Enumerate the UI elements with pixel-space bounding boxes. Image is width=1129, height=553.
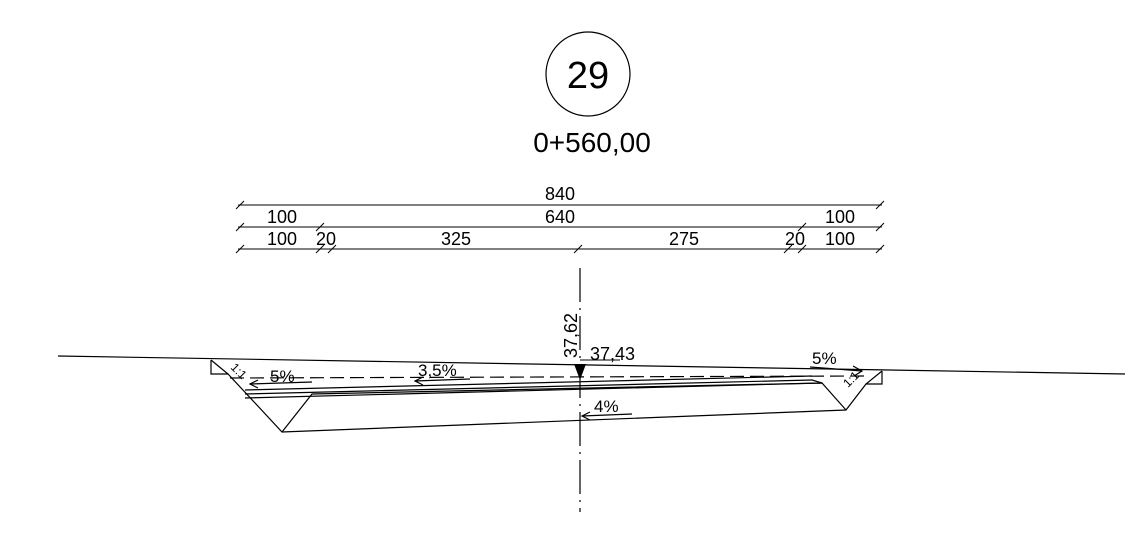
dimension-chain: 840 100 640 100 100 20 325 275 20 100 bbox=[235, 184, 885, 254]
terrain-elevation: 37,62 bbox=[561, 313, 581, 358]
slope-subgrade: 4% bbox=[594, 397, 619, 416]
dimension-ticks bbox=[235, 200, 885, 254]
pavement-layer bbox=[244, 375, 813, 391]
slope-carriageway: 3,5% bbox=[418, 361, 457, 380]
subgrade-outline bbox=[281, 382, 847, 433]
dim-row3-left-small: 20 bbox=[316, 229, 336, 249]
section-number: 29 bbox=[567, 55, 609, 97]
dim-total: 840 bbox=[545, 184, 575, 204]
design-grade-line bbox=[229, 375, 871, 379]
cut-outline bbox=[210, 360, 883, 433]
slope-arrows bbox=[248, 365, 864, 421]
pavement-top bbox=[244, 379, 813, 395]
station-label: 0+560,00 bbox=[533, 127, 651, 158]
dim-row3-right: 100 bbox=[825, 229, 855, 249]
design-elevation: 37,43 bbox=[590, 344, 635, 364]
dim-row3-left: 100 bbox=[267, 229, 297, 249]
dim-row3-right-small: 20 bbox=[785, 229, 805, 249]
embankment-right-ratio: 1:1 bbox=[840, 368, 862, 390]
section-number-circle bbox=[545, 31, 631, 117]
dim-row3-right-lane: 275 bbox=[669, 229, 699, 249]
dim-row2-right: 100 bbox=[825, 207, 855, 227]
road-cross-section bbox=[210, 359, 883, 433]
terrain-line bbox=[57, 355, 1126, 375]
embankment-left-ratio: 1:1 bbox=[228, 360, 250, 382]
dim-row2-left: 100 bbox=[267, 207, 297, 227]
dim-row2-middle: 640 bbox=[545, 207, 575, 227]
slope-left-shoulder: 5% bbox=[270, 367, 295, 386]
elevation-marker-icon bbox=[574, 364, 586, 380]
dim-row3-left-lane: 325 bbox=[441, 229, 471, 249]
slope-right-shoulder: 5% bbox=[812, 349, 837, 368]
